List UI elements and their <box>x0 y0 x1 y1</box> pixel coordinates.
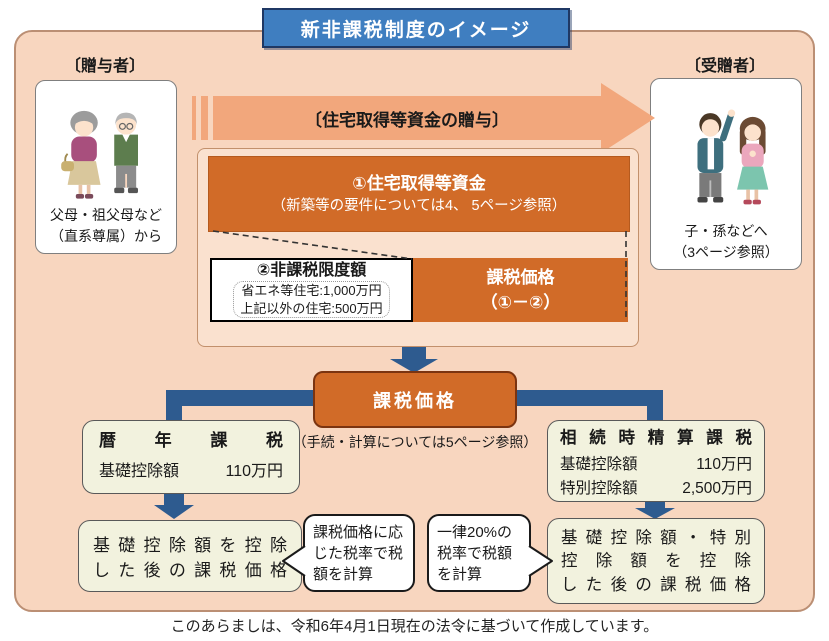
left-bubble-line3: 額を計算 <box>313 566 374 583</box>
gift-arrow-head <box>601 83 655 153</box>
exemption-limit-values: 省エネ等住宅:1,000万円 上記以外の住宅:500万円 <box>233 281 390 319</box>
recipient-caption: 子・孫などへ （3ページ参照） <box>673 221 779 269</box>
funds-box: ①住宅取得等資金 （新築等の要件については4、 5ページ参照） <box>208 156 630 232</box>
recipient-caption-line2: （3ページ参照） <box>673 243 779 260</box>
gift-arrow: 〔住宅取得等資金の贈与〕 <box>213 96 601 140</box>
right-bubble-line1: 一律20%の <box>437 524 513 541</box>
settlement-tax-box: 相続時精算課税 基礎控除額 110万円 特別控除額 2,500万円 <box>547 420 765 502</box>
settlement-basic-label: 基礎控除額 <box>560 456 638 474</box>
right-bubble-line2: 税率で税額 <box>437 545 513 562</box>
procedure-note: （手続・計算については5ページ参照） <box>292 434 538 450</box>
settlement-basic-value: 110万円 <box>696 456 752 474</box>
gift-arrow-tail-bar2 <box>201 96 208 140</box>
recipient-caption-line1: 子・孫などへ <box>684 223 768 240</box>
left-bubble-line2: じた税率で税 <box>313 545 404 562</box>
gift-arrow-label: 〔住宅取得等資金の贈与〕 <box>305 110 509 130</box>
gift-arrow-tail-bar1 <box>192 96 196 140</box>
recipient-label: 〔受贈者〕 <box>684 58 765 75</box>
right-speech-bubble: 一律20%の 税率で税額 を計算 <box>427 514 531 592</box>
taxable-price-box: 課税価格 <box>313 371 517 428</box>
diagram-title: 新非課税制度のイメージ <box>300 19 532 41</box>
settlement-result-box: 基礎控除額・特別 控除額を控除 した後の課税価格 <box>547 518 765 604</box>
calendar-tax-box: 暦年課税 基礎控除額 110万円 <box>82 420 300 494</box>
calendar-result-line2: した後の課税価格 <box>93 560 287 580</box>
calendar-tax-row-label: 基礎控除額 <box>99 462 180 480</box>
exemption-limit-title: ②非課税限度額 <box>256 262 367 279</box>
footer-note: このあらましは、令和6年4月1日現在の法令に基づいて作成しています。 <box>170 618 659 635</box>
calendar-result-line1: 基礎控除額を控除 <box>93 536 287 555</box>
settlement-result-line2: 控除額を控除 <box>561 552 751 571</box>
calendar-tax-row: 基礎控除額 110万円 <box>99 457 283 481</box>
settlement-special-label: 特別控除額 <box>560 480 638 498</box>
donor-caption-line2: （直系尊属）から <box>50 227 162 244</box>
taxable-price-label: 課税価格 <box>373 390 457 411</box>
exemption-limit-box: ②非課税限度額 省エネ等住宅:1,000万円 上記以外の住宅:500万円 <box>210 258 413 322</box>
calendar-result-box: 基礎控除額を控除 した後の課税価格 <box>78 520 302 592</box>
donor-caption-line1: 父母・祖父母など <box>50 207 162 224</box>
left-speech-bubble: 課税価格に応 じた税率で税 額を計算 <box>303 514 415 592</box>
left-bubble-line1: 課税価格に応 <box>313 524 404 541</box>
elderly-couple-illustration <box>36 81 176 205</box>
calendar-tax-title: 暦年課税 <box>99 431 283 450</box>
settlement-result-line1: 基礎控除額・特別 <box>561 529 751 547</box>
right-bubble-line3: を計算 <box>437 566 483 583</box>
exemption-limit-line1: 省エネ等住宅:1,000万円 <box>241 283 382 299</box>
recipient-card: 子・孫などへ （3ページ参照） <box>650 78 802 270</box>
donor-card: 父母・祖父母など （直系尊属）から <box>35 80 177 254</box>
diagram-title-box: 新非課税制度のイメージ <box>262 8 570 48</box>
donor-label: 〔贈与者〕 <box>64 58 145 75</box>
taxable-diff-box: 課税価格 （①－②） <box>413 258 628 322</box>
young-couple-illustration <box>651 79 801 221</box>
settlement-tax-row-special: 特別控除額 2,500万円 <box>560 476 752 498</box>
calendar-tax-row-value: 110万円 <box>225 462 283 480</box>
settlement-result-line3: した後の課税価格 <box>561 575 751 594</box>
settlement-tax-row-basic: 基礎控除額 110万円 <box>560 452 752 474</box>
settlement-special-value: 2,500万円 <box>682 480 752 498</box>
settlement-tax-title: 相続時精算課税 <box>560 429 752 447</box>
donor-caption: 父母・祖父母など （直系尊属）から <box>50 205 162 253</box>
funds-box-title: ①住宅取得等資金 <box>352 174 486 194</box>
taxable-diff-line2: （①－②） <box>480 293 561 312</box>
exemption-limit-line2: 上記以外の住宅:500万円 <box>240 300 383 316</box>
funds-box-subtitle: （新築等の要件については4、 5ページ参照） <box>271 197 567 214</box>
taxable-diff-line1: 課税価格 <box>486 267 555 287</box>
